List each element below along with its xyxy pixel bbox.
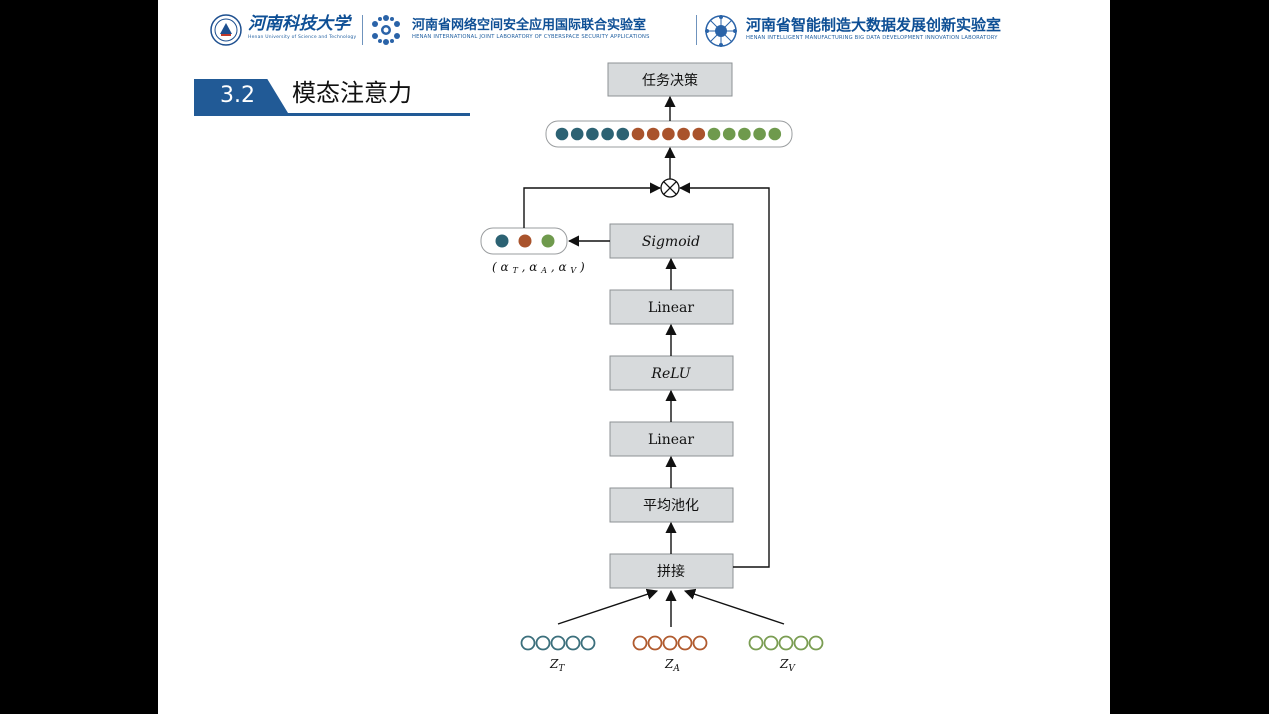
node-avg-pool-label: 平均池化 [643,498,699,514]
node-decision-label: 任务决策 [642,72,698,89]
weights-label-sub-v: V [570,266,577,275]
lab-snowflake-icon [370,14,402,46]
output-dot-visual [768,127,782,141]
weights-label-sep-2: , [551,260,559,274]
output-dot-audio [631,127,645,141]
input-label-za-base: Z [664,657,674,671]
lab2-name: 河南省智能制造大数据发展创新实验室 [746,16,1002,34]
node-relu-label: ReLU [650,366,691,382]
input-label-zv-base: Z [779,657,789,671]
output-dot-audio [677,127,690,141]
lab2-en: HENAN INTELLIGENT MANUFACTURING BIG DATA… [746,35,998,41]
node-linear-bottom: Linear [609,421,734,457]
input-ring-v [778,635,794,651]
output-dot-visual [738,127,751,141]
weight-dot-visual [541,234,555,248]
university-name-block: 河南科技大学 Henan University of Science and T… [248,13,356,40]
weights-label: ( α T , α A , α V ) [492,260,585,276]
input-label-zt-sub: T [558,664,565,674]
input-ring-v [748,635,764,651]
weights-label-sep-1: , [522,260,530,274]
svg-text:ZA: ZA [664,657,680,674]
modality-weights: ( α T , α A , α V ) [480,227,585,276]
weights-label-alpha-t: α [501,260,509,274]
output-dot-text [601,127,614,141]
lab1-en: HENAN INTERNATIONAL JOINT LABORATORY OF … [412,34,650,40]
multiply-operator [660,178,680,198]
section-underline [194,113,470,116]
weights-label-open: ( [492,260,497,274]
output-dot-audio [646,127,660,141]
weights-label-sub-a: A [540,266,547,275]
lab-network-globe-icon [704,14,738,48]
weights-label-close: ) [579,260,585,274]
svg-text:ZT: ZT [549,657,565,674]
input-ring-t [550,635,566,651]
weight-dot-text [495,234,509,248]
node-concat-label: 拼接 [657,563,685,580]
weights-label-sub-t: T [512,266,518,275]
input-label-zv: ZV [779,657,796,674]
node-avg-pool: 平均池化 [609,487,734,523]
lab1-name: 河南省网络空间安全应用国际联合实验室 [412,18,647,33]
input-label-zt-base: Z [549,657,559,671]
flow-arrows [523,95,785,627]
input-ring-t [580,635,596,651]
input-ring-a [647,635,663,651]
input-ring-v [793,635,809,651]
input-label-za-sub: A [672,664,680,674]
node-relu: ReLU [609,355,734,391]
node-decision: 任务决策 [607,62,733,97]
output-dot-text [570,127,584,141]
section-number: 3.2 [220,83,255,108]
university-name: 河南科技大学 [248,14,350,34]
node-linear-top: Linear [609,289,734,325]
university-seal-icon [210,14,242,46]
input-ring-a [632,635,648,651]
node-concat: 拼接 [609,553,734,589]
output-dot-visual [753,127,766,141]
weights-label-alpha-a: α [529,260,537,274]
input-label-zv-sub: V [788,664,796,674]
output-dot-visual [707,127,721,141]
input-ring-a [662,635,678,651]
input-ring-a [692,635,708,651]
lab1-block: 河南省网络空间安全应用国际联合实验室 HENAN INTERNATIONAL J… [412,17,650,40]
output-dot-text [616,127,630,141]
input-label-zt: ZT [549,657,565,674]
section-title: 模态注意力 [292,79,412,107]
university-en: Henan University of Science and Technolo… [248,35,357,40]
output-dot-audio [662,127,675,141]
slide: 河南科技大学 Henan University of Science and T… [158,0,1110,714]
output-dot-text [586,127,599,141]
weight-dot-audio [518,234,532,248]
input-ring-v [763,635,779,651]
header-divider [362,15,363,45]
svg-text:ZV: ZV [779,657,796,674]
node-sigmoid-label: Sigmoid [642,234,700,250]
input-ring-t [565,635,581,651]
output-dot-audio [692,127,706,141]
input-ring-t [535,635,551,651]
output-dot-text [555,127,569,141]
input-ring-a [677,635,693,651]
node-linear-top-label: Linear [648,300,694,316]
modal-attention-diagram: 任务决策 Sigmoid ( α T , [480,62,824,674]
header-divider-2 [696,15,697,45]
input-ring-t [520,635,536,651]
input-label-za: ZA [664,657,680,674]
output-feature-vector [545,120,793,148]
weights-label-alpha-v: α [558,260,566,274]
node-sigmoid: Sigmoid [609,223,734,259]
input-ring-v [808,635,824,651]
node-linear-bottom-label: Linear [648,432,694,448]
output-dot-visual [722,127,736,141]
lab2-block: 河南省智能制造大数据发展创新实验室 HENAN INTELLIGENT MANU… [746,16,1001,41]
input-vectors [520,635,824,651]
